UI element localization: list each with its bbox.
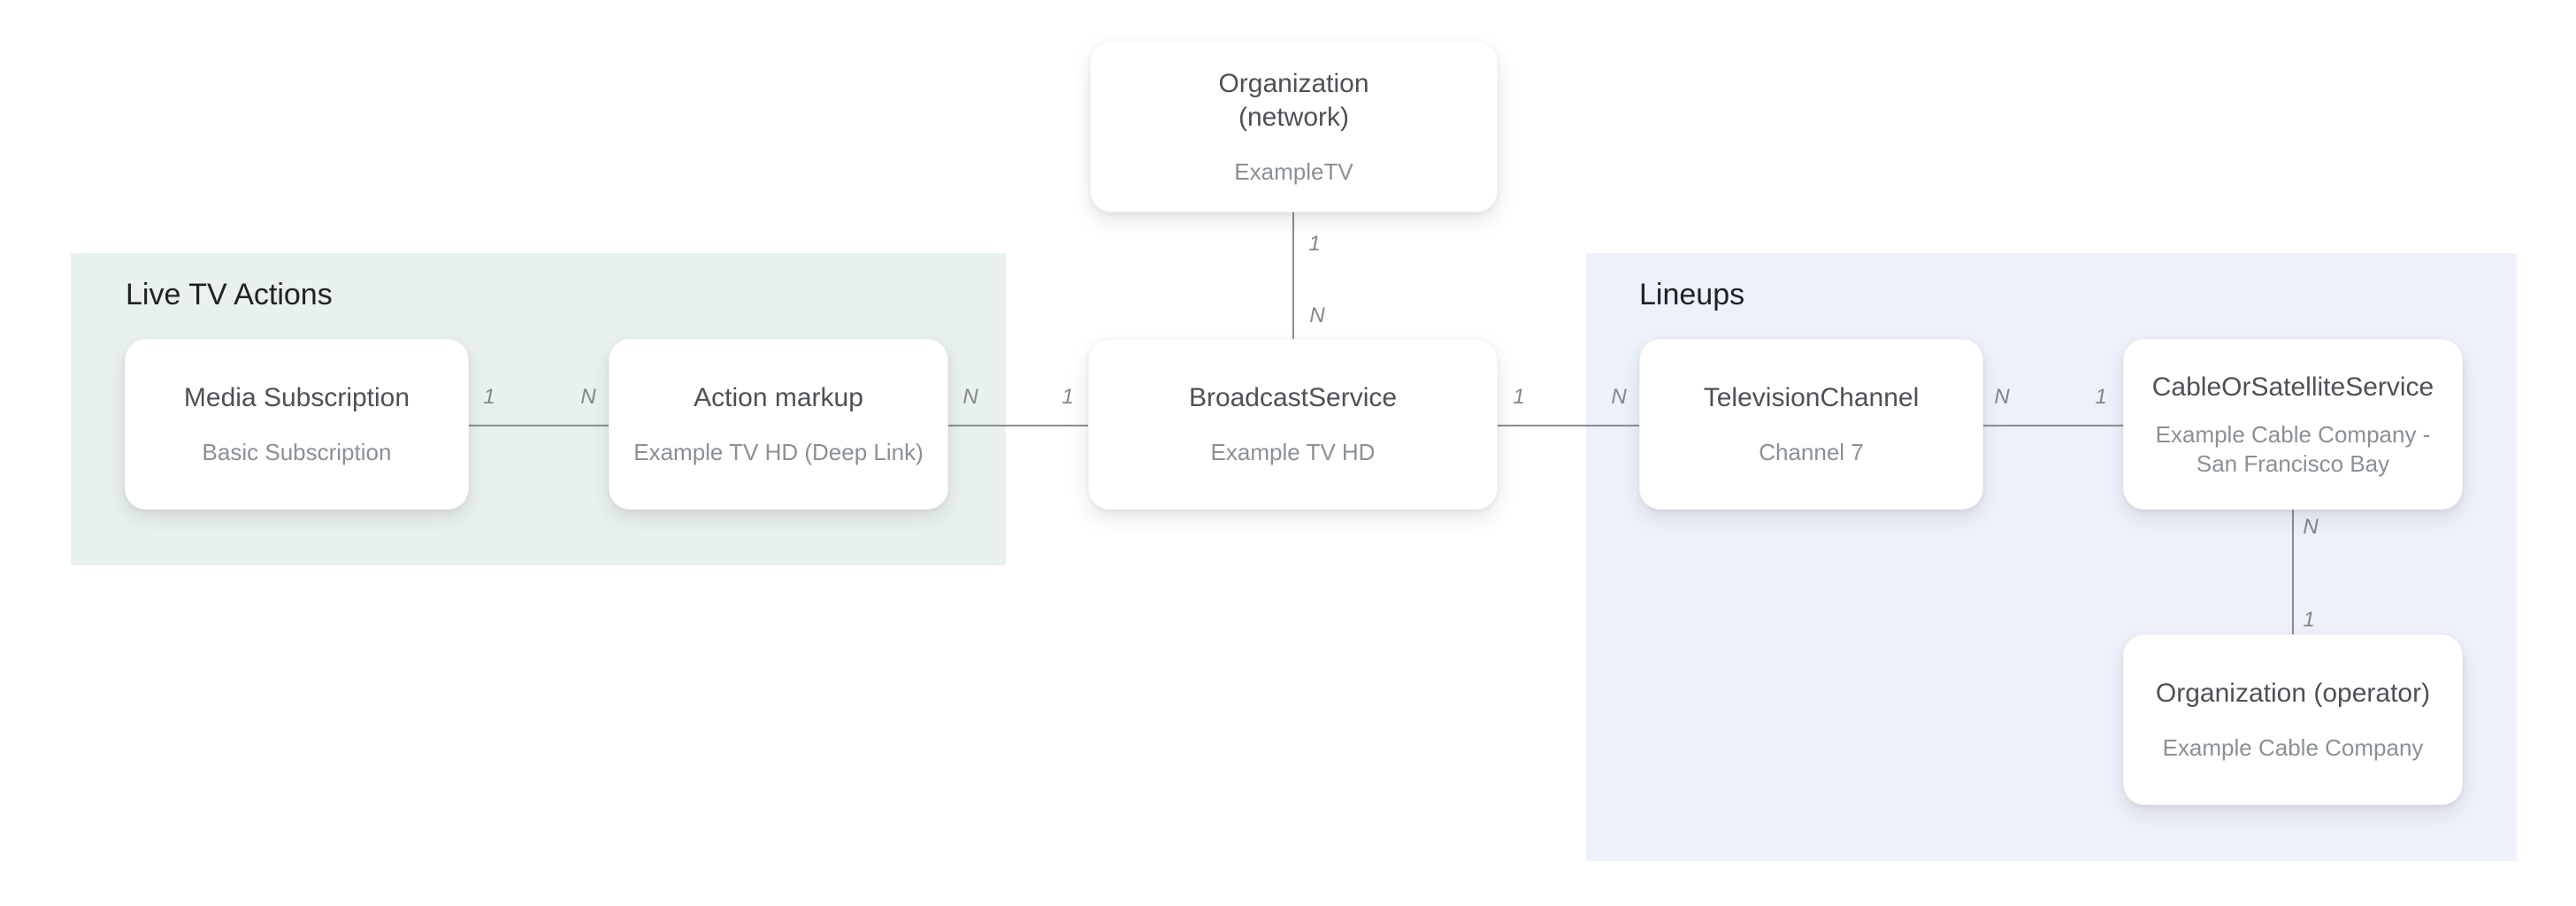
cardinality-label: 1 (1308, 232, 1321, 256)
cardinality-label: 1 (1062, 385, 1074, 409)
edge-subscription-to-markup-line (469, 425, 609, 426)
edge-channel-to-cable-line (1983, 425, 2123, 426)
cardinality-label: N (1611, 385, 1627, 409)
node-cable-or-satellite-service: CableOrSatelliteService Example Cable Co… (2123, 339, 2463, 510)
group-label-live-tv-actions: Live TV Actions (126, 278, 333, 311)
node-title: CableOrSatelliteService (2151, 372, 2434, 402)
node-title: TelevisionChannel (1703, 383, 1920, 412)
edge-broadcast-to-channel-line (1498, 425, 1639, 426)
node-title: Organization (network) (1218, 68, 1369, 132)
node-subtitle: Basic Subscription (202, 439, 392, 465)
cardinality-label: N (580, 385, 596, 409)
edge-cable-to-operator-line (2292, 510, 2294, 634)
cardinality-label: N (2303, 515, 2319, 539)
cardinality-label: N (1994, 385, 2010, 409)
edge-markup-to-broadcast-line (948, 425, 1091, 426)
cardinality-label: N (962, 385, 978, 409)
node-subtitle: Example TV HD (Deep Link) (633, 439, 924, 465)
node-title: BroadcastService (1188, 383, 1398, 412)
cardinality-label: 1 (483, 385, 495, 409)
group-label-lineups: Lineups (1639, 278, 1745, 311)
node-title: Organization (operator) (2155, 679, 2431, 708)
node-title: Media Subscription (183, 383, 410, 412)
edge-network-to-broadcast-line (1292, 212, 1294, 339)
cardinality-label: N (1309, 303, 1325, 327)
node-organization-network: Organization (network) ExampleTV (1090, 41, 1498, 212)
node-subtitle: Channel 7 (1759, 439, 1864, 465)
node-action-markup: Action markup Example TV HD (Deep Link) (609, 339, 948, 510)
node-subtitle: Example Cable Company - San Francisco Ba… (2155, 420, 2431, 477)
node-media-subscription: Media Subscription Basic Subscription (125, 339, 469, 510)
cardinality-label: 1 (2303, 608, 2315, 632)
node-title: Action markup (694, 383, 863, 412)
node-subtitle: ExampleTV (1234, 157, 1353, 185)
cardinality-label: 1 (1513, 385, 1525, 409)
node-subtitle: Example Cable Company (2162, 734, 2424, 761)
cardinality-label: 1 (2095, 385, 2107, 409)
node-broadcast-service: BroadcastService Example TV HD (1088, 339, 1498, 510)
node-organization-operator: Organization (operator) Example Cable Co… (2123, 634, 2463, 805)
node-television-channel: TelevisionChannel Channel 7 (1639, 339, 1983, 510)
node-subtitle: Example TV HD (1210, 439, 1376, 465)
